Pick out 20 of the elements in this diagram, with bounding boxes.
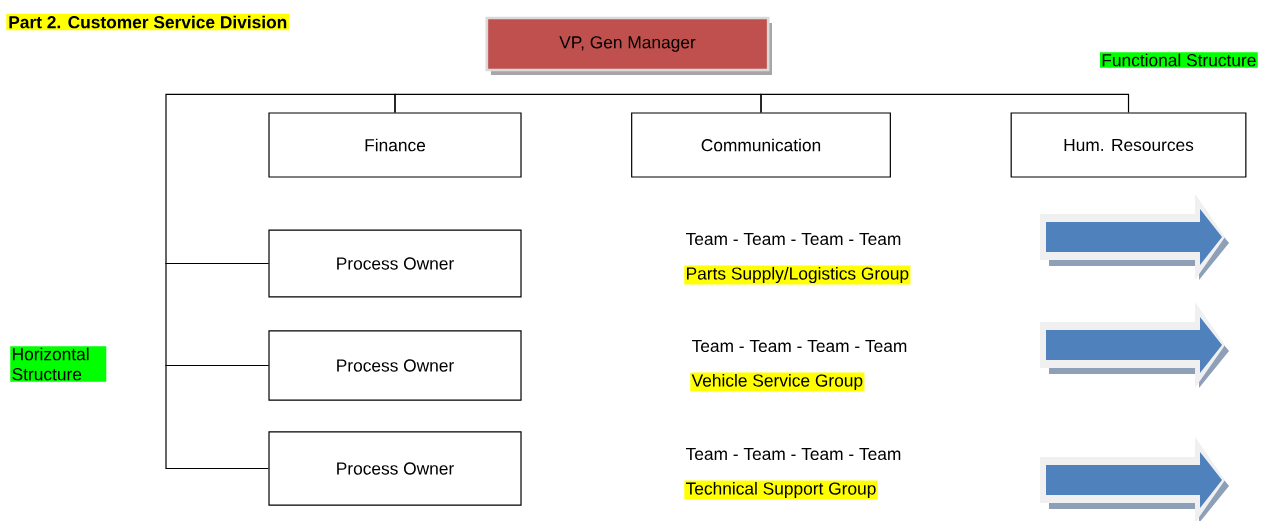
structure-label: Horizontal Structure: [12, 347, 89, 381]
connector-line: [165, 262, 269, 367]
structure-label: Functional Structure: [1102, 53, 1256, 67]
connector-line: [165, 364, 269, 470]
group-label: Parts Supply/Logistics Group: [687, 266, 909, 284]
connector-line: [760, 93, 1130, 113]
team-line: Team - Team - Team - Team: [686, 447, 901, 461]
team-line: Team - Team - Team - Team: [686, 232, 901, 246]
process-owner-box: Process Owner: [268, 330, 522, 401]
group-label: Technical Support Group: [686, 481, 876, 499]
title-text: Part 2. Customer Service Division: [9, 15, 287, 29]
team-line: Team - Team - Team - Team: [692, 339, 907, 353]
department-box: Finance: [268, 112, 522, 178]
department-box: Hum. Resources: [1010, 112, 1247, 178]
manager-box: VP, Gen Manager: [485, 16, 770, 72]
department-box: Communication: [631, 112, 891, 178]
connector-line: [165, 93, 396, 265]
process-owner-box: Process Owner: [268, 229, 522, 298]
process-owner-box: Process Owner: [268, 431, 522, 506]
group-label: Vehicle Service Group: [691, 373, 863, 391]
